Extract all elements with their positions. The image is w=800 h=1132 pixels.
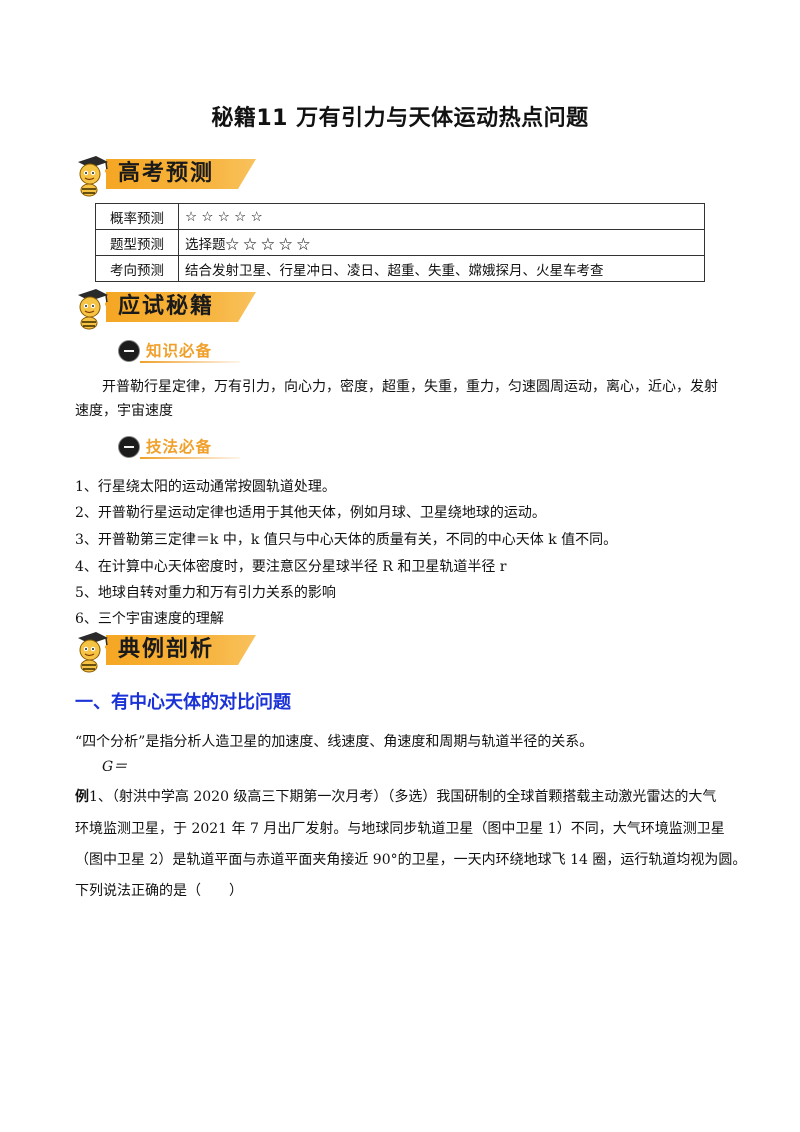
list-item: 4、在计算中心天体密度时，要注意区分星球半径 R 和卫星轨道半径 r: [75, 559, 507, 575]
example-text: 1、（射洪中学高 2020 级高三下期第一次月考）（多选）我国研制的全球首颗搭载…: [89, 789, 717, 805]
prediction-table: 概率预测 ☆ ☆ ☆ ☆ ☆ 题型预测 选择题☆ ☆ ☆ ☆ ☆ 考向预测 结合…: [95, 203, 705, 282]
banner-examples: 典例剖析: [72, 628, 262, 674]
table-row: 考向预测 结合发射卫星、行星冲日、凌日、超重、失重、嫦娥探月、火星车考查: [95, 255, 705, 282]
list-item: 3、开普勒第三定律＝k 中，k 值只与中心天体的质量有关，不同的中心天体 k 值…: [75, 532, 618, 548]
formula-text: G＝: [102, 759, 128, 775]
table-row: 题型预测 选择题☆ ☆ ☆ ☆ ☆: [95, 229, 705, 256]
banner-examples-label: 典例剖析: [118, 637, 215, 662]
list-item: 5、地球自转对重力和万有引力关系的影响: [75, 585, 336, 601]
banner-predict: 高考预测: [72, 152, 262, 198]
table-cell-value: 选择题☆ ☆ ☆ ☆ ☆: [178, 229, 705, 256]
badge-skills-label: 技法必备: [146, 438, 213, 456]
example-line1: 例1、（射洪中学高 2020 级高三下期第一次月考）（多选）我国研制的全球首颗搭…: [75, 784, 735, 811]
banner-predict-label: 高考预测: [118, 161, 215, 186]
badge-knowledge-label: 知识必备: [146, 342, 213, 360]
example-line2: 环境监测卫星，于 2021 年 7 月出厂发射。与地球同步轨道卫星（图中卫星 1…: [75, 821, 725, 837]
table-cell-key: 概率预测: [95, 203, 179, 230]
badge-skills: 技法必备: [118, 433, 240, 459]
knowledge-text-line2: 速度，宇宙速度: [75, 403, 173, 419]
badge-knowledge: 知识必备: [118, 337, 240, 363]
table-cell-value: ☆ ☆ ☆ ☆ ☆: [178, 203, 705, 230]
table-cell-value: 结合发射卫星、行星冲日、凌日、超重、失重、嫦娥探月、火星车考查: [178, 255, 705, 282]
list-item: 1、行星绕太阳的运动通常按圆轨道处理。: [75, 479, 336, 495]
example-lead: 例: [75, 789, 89, 805]
banner-tips: 应试秘籍: [72, 285, 262, 331]
badge-circle-icon: [118, 340, 140, 362]
example-line3: （图中卫星 2）是轨道平面与赤道平面夹角接近 90°的卫星，一天内环绕地球飞 1…: [75, 852, 747, 868]
bee-mascot-icon: [78, 156, 109, 197]
table-cell-key: 考向预测: [95, 255, 179, 282]
section-heading: 一、有中心天体的对比问题: [75, 692, 291, 713]
table-row: 概率预测 ☆ ☆ ☆ ☆ ☆: [95, 203, 705, 230]
list-item: 2、开普勒行星运动定律也适用于其他天体，例如月球、卫星绕地球的运动。: [75, 505, 546, 521]
bee-mascot-icon: [78, 632, 109, 673]
badge-circle-icon: [118, 436, 140, 458]
bee-mascot-icon: [78, 289, 109, 330]
page-title: 秘籍11 万有引力与天体运动热点问题: [211, 106, 589, 131]
table-cell-key: 题型预测: [95, 229, 179, 256]
knowledge-text-line1: 开普勒行星定律，万有引力，向心力，密度，超重，失重，重力，匀速圆周运动，离心，近…: [102, 379, 718, 395]
banner-tips-label: 应试秘籍: [118, 294, 215, 319]
section-intro: “四个分析”是指分析人造卫星的加速度、线速度、角速度和周期与轨道半径的关系。: [75, 734, 594, 750]
example-line4: 下列说法正确的是（ ）: [75, 883, 243, 899]
list-item: 6、三个宇宙速度的理解: [75, 611, 224, 627]
